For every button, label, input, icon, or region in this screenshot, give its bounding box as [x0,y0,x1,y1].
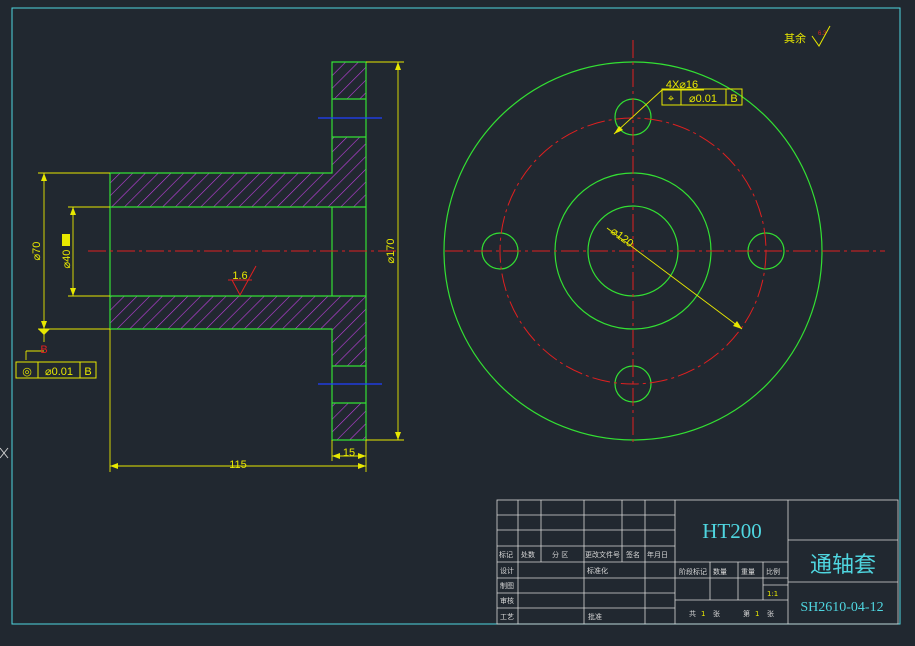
dim-od40: ⌀40 [61,250,73,269]
dim-od70: ⌀70 [31,242,43,261]
hatch-flange-bottom [332,403,366,440]
tolerance-left-datum: B [84,366,91,378]
dim-length-115: 115 [229,459,247,471]
dim-holes: 4X⌀16 [666,79,698,91]
tb-signature: 签名 [626,550,640,559]
tolerance-right-datum: B [730,93,737,105]
concentricity-icon: ◎ [22,366,32,378]
position-icon: ⌖ [668,93,674,105]
tb-review: 审核 [500,596,514,605]
surface-note: 其余 [784,31,806,45]
tb-total-b: 张 [713,609,720,618]
tb-total-a: 共 [689,609,696,618]
tb-zone: 分 区 [552,550,568,559]
tb-part-name: 通轴套 [810,552,876,577]
tb-quantity: 数量 [713,567,727,576]
tb-sheet-a: 第 [743,609,750,618]
tb-stage: 阶段标记 [679,567,707,576]
tb-standardization: 标准化 [587,566,608,575]
tb-process: 工艺 [500,613,514,621]
roughness-value: 1.6 [232,270,247,282]
tb-date: 年月日 [647,550,668,559]
hatch-flange-upper [332,137,366,207]
tolerance-left-value: ⌀0.01 [45,366,73,378]
dim-length-15: 15 [343,447,355,459]
tb-weight: 重量 [741,568,755,576]
tb-mark: 标记 [499,550,513,559]
tb-drafting: 制图 [500,581,514,590]
tb-material: HT200 [702,519,762,543]
hatch-hub-top [110,173,332,207]
hatch-flange-top [332,62,366,99]
dim-od170: ⌀170 [385,239,397,264]
roughness-symbol [231,265,257,297]
tb-design: 设计 [500,566,514,575]
tb-total-n: 1 [701,610,705,618]
title-block: 标记 处数 分 区 更改文件号 签名 年月日 设计 标准化 制图 审核 工艺 批… [496,499,899,625]
cursor-mark-b [0,447,9,459]
tolerance-frame-right: ⌖ ⌀0.01 B [661,88,743,106]
tb-sheet-n: 1 [755,610,759,618]
tb-approval: 批准 [588,612,602,621]
datum-label: B [40,344,47,356]
tb-sheet-b: 张 [767,609,774,618]
tb-scale: 1:1 [767,590,778,598]
tolerance-frame-left: ◎ ⌀0.01 B [15,361,97,379]
tb-ratio: 比例 [766,567,780,576]
surface-note-value: 6.3 [818,31,827,37]
hatch-flange-lower [332,296,366,366]
tb-change-doc: 更改文件号 [585,550,620,559]
section-view: ⌀70 ⌀40 ⌀170 115 15 1.6 B ◎ ⌀0.01 B [15,61,404,472]
tolerance-right-value: ⌀0.01 [689,93,717,105]
tb-count: 处数 [521,550,535,559]
hatch-hub-bottom [110,296,332,329]
tb-drawing-number: SH2610-04-12 [800,600,883,615]
sheet-frame [11,7,901,625]
front-view: ⌀120 4X⌀16 ⌖ ⌀0.01 B 其余 6.3 [443,25,885,445]
surface-symbol-icon [811,25,831,47]
